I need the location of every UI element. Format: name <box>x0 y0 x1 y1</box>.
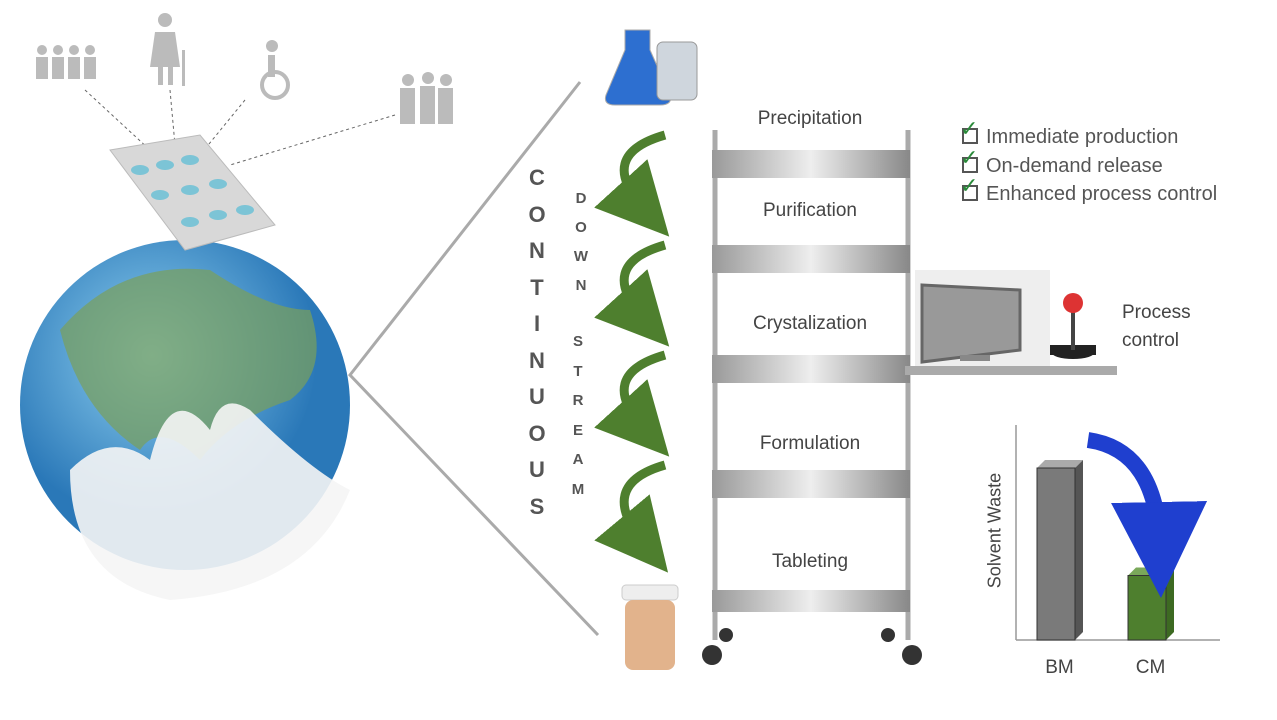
benefit-label: Enhanced process control <box>986 183 1218 205</box>
downstream-letter: E <box>572 421 583 439</box>
family-icon <box>36 45 96 79</box>
continuous-letter: C <box>529 165 545 190</box>
chart-bar-top <box>1037 460 1083 468</box>
chart-bar-top <box>1128 567 1174 576</box>
checkmark-icon: ✓ <box>960 144 979 170</box>
chart-x-tick: CM <box>1135 657 1166 678</box>
benefit-label: Immediate production <box>986 126 1179 148</box>
checkbox-icon: ✓ <box>960 173 978 201</box>
benefit-item: ✓ Enhanced process control <box>960 173 1218 206</box>
chart-bar-cm <box>1127 575 1167 641</box>
flow-arrows <box>594 130 670 573</box>
cart <box>702 130 922 665</box>
stage-label: Tableting <box>771 551 849 572</box>
process-control-line: Process <box>1122 302 1191 323</box>
blister-pack <box>109 134 276 251</box>
continuous-letter: S <box>529 493 545 519</box>
chart-bar-bm <box>1036 467 1076 641</box>
pill-bottle-icon <box>621 584 679 670</box>
flow-arrow <box>594 240 670 347</box>
chart-y-label: Solvent Waste <box>984 472 1005 589</box>
connector-lines <box>84 89 396 166</box>
downstream-letter: A <box>572 451 584 468</box>
group-icon <box>400 72 453 124</box>
solvent-waste-chart <box>1015 425 1220 641</box>
hand <box>70 403 350 600</box>
shelf <box>712 150 910 178</box>
benefit-label: On-demand release <box>986 154 1163 177</box>
continuous-letter: T <box>530 274 544 300</box>
stage-label: Precipitation <box>757 108 863 129</box>
decrease-arrow <box>1086 432 1208 598</box>
downstream-letter: S <box>572 333 583 350</box>
stage-label: Formulation <box>759 433 861 454</box>
stage-label: Purification <box>763 200 857 221</box>
shelf <box>712 470 910 498</box>
flask-icon <box>604 29 698 106</box>
chart-x-tick: BM <box>1045 657 1074 678</box>
downstream-letter: D <box>575 190 587 207</box>
continuous-letter: O <box>528 420 546 446</box>
benefit-item: ✓ On-demand release <box>960 145 1163 178</box>
downstream-letter: W <box>573 248 589 265</box>
continuous-letter: U <box>529 457 545 482</box>
continuous-letter: N <box>529 238 545 263</box>
people-icons <box>36 13 453 124</box>
elderly-icon <box>150 13 185 86</box>
continuous-letter: O <box>528 201 546 227</box>
process-control-label: Process control <box>1122 299 1191 355</box>
continuous-letter: U <box>529 384 545 409</box>
shelf <box>712 590 910 612</box>
stage-label: Crystalization <box>752 313 868 334</box>
downstream-letter: T <box>573 362 583 380</box>
downstream-letter: R <box>572 392 584 409</box>
continuous-letter: N <box>529 347 545 373</box>
flow-arrow <box>594 350 670 457</box>
continuous-letter: I <box>533 311 541 336</box>
checkbox-icon: ✓ <box>960 116 978 144</box>
chart-bar-side <box>1166 567 1174 640</box>
flow-arrow <box>594 460 669 573</box>
chart-bar-side <box>1075 460 1083 640</box>
shelf <box>712 245 910 273</box>
bracket-lines <box>348 81 600 637</box>
checkbox-icon: ✓ <box>960 145 978 173</box>
computer-icon <box>905 270 1117 375</box>
wheelchair-icon <box>260 40 290 100</box>
process-control-line: control <box>1122 330 1180 351</box>
downstream-letter: N <box>575 277 587 294</box>
joystick-icon <box>1050 293 1096 359</box>
benefit-item: ✓ Immediate production <box>960 116 1179 149</box>
downstream-letter: M <box>571 480 585 498</box>
shelf <box>712 355 910 383</box>
flow-arrow <box>594 130 670 237</box>
checkmark-icon: ✓ <box>960 173 979 198</box>
checkmark-icon: ✓ <box>960 116 979 141</box>
downstream-letter: O <box>575 219 587 236</box>
